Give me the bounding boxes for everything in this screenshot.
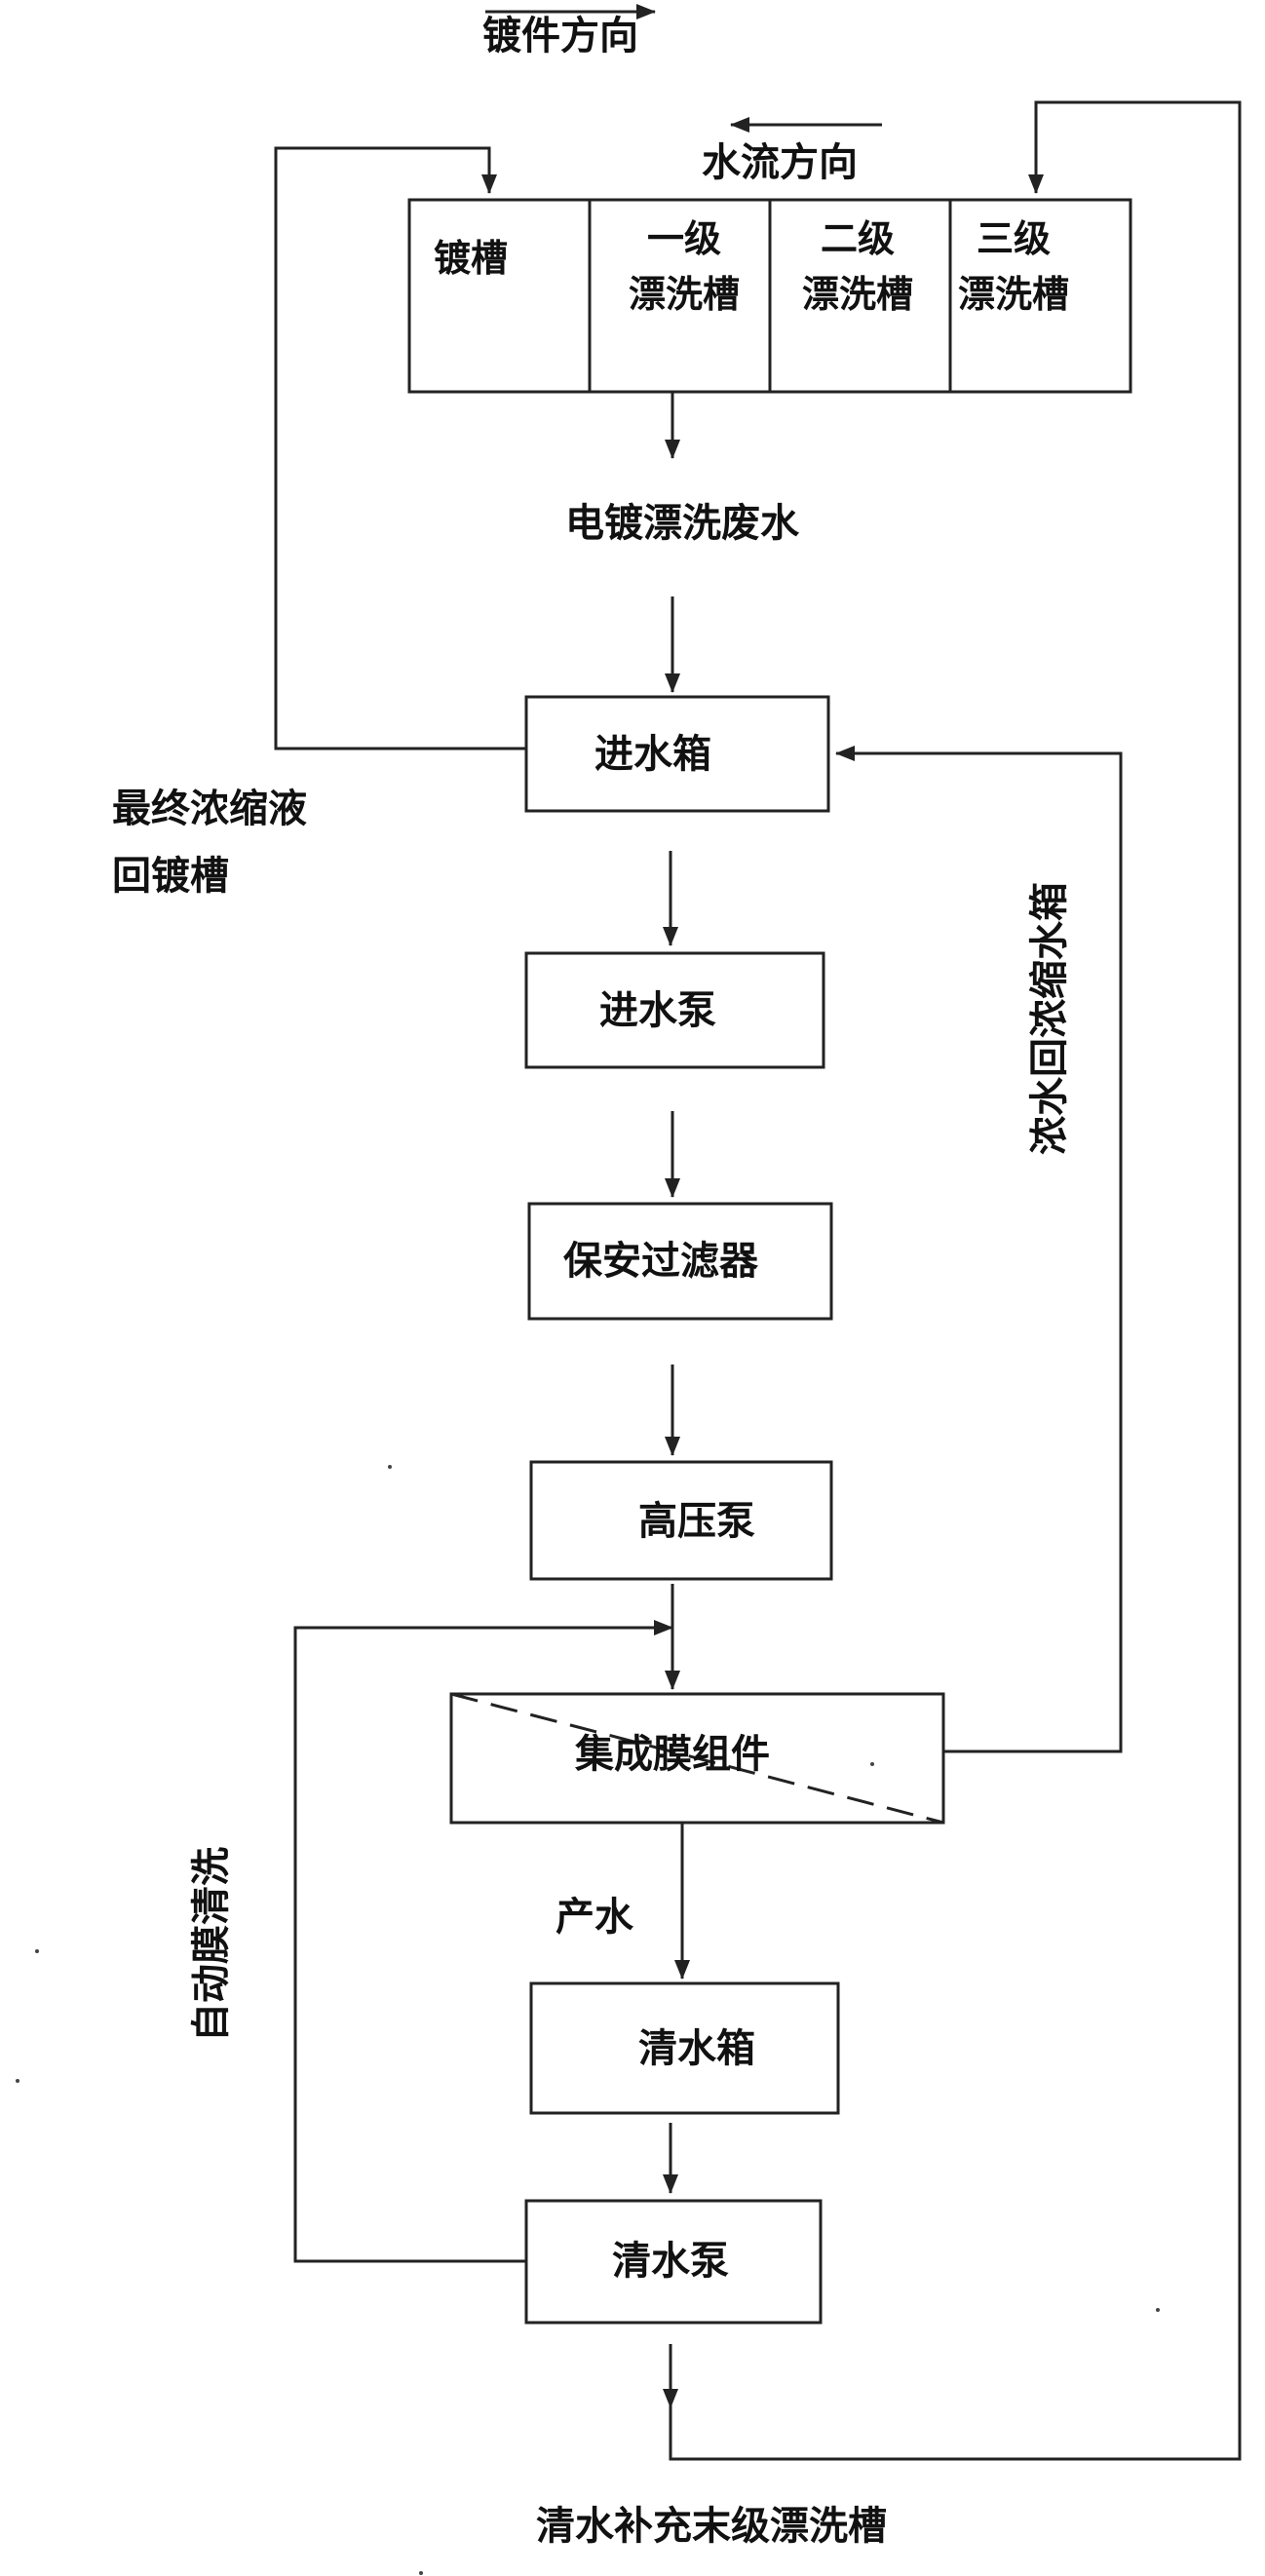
security-filter-label: 保安过滤器	[563, 1239, 759, 1284]
inlet-pump-label: 进水泵	[599, 988, 716, 1033]
tank-rinse1-label-line1: 一级	[647, 217, 721, 260]
clean-water-supplement-label: 清水补充末级漂洗槽	[536, 2504, 887, 2549]
inlet-tank-box	[524, 695, 830, 813]
membrane-module-dashed-line	[450, 1692, 944, 1825]
tank-rinse3-label-line1: 三级	[977, 217, 1051, 260]
inlet-pump-box	[524, 951, 825, 1069]
clean-water-pump-box	[524, 2199, 823, 2325]
concentrate-return-label: 浓水回浓缩水箱	[1027, 882, 1072, 1155]
scan-speck	[1156, 2308, 1160, 2312]
clean-water-supplement-line	[669, 100, 1242, 2461]
clean-water-tank-label: 清水箱	[638, 2026, 755, 2071]
security-filter-box	[527, 1202, 833, 1321]
tank-plating-label: 镀槽	[434, 237, 508, 280]
final-concentrate-return-line	[274, 146, 526, 750]
scan-speck	[870, 1762, 874, 1766]
plating-direction-label: 镀件方向	[482, 14, 638, 58]
final-concentrate-label-line2: 回镀槽	[112, 854, 229, 899]
tank-rinse1-label-line2: 漂洗槽	[629, 273, 740, 316]
concentrate-return-line	[835, 746, 1123, 1753]
scan-speck	[35, 1949, 39, 1953]
tank-rinse3-label-line2: 漂洗槽	[958, 273, 1069, 316]
inlet-tank-label: 进水箱	[594, 732, 711, 777]
final-concentrate-label-line1: 最终浓缩液	[112, 787, 307, 831]
auto-membrane-cleaning-label: 自动膜清洗	[189, 1847, 234, 2042]
product-water-label: 产水	[556, 1895, 634, 1940]
water-flow-direction-label: 水流方向	[702, 140, 858, 185]
clean-water-pump-label: 清水泵	[612, 2239, 729, 2284]
scan-speck	[388, 1465, 392, 1469]
auto-cleaning-loop-line	[293, 1620, 673, 2263]
tank-rinse2-label-line1: 二级	[821, 217, 895, 260]
tank-rinse2-label-line2: 漂洗槽	[802, 273, 913, 316]
high-pressure-pump-box	[529, 1460, 833, 1581]
clean-water-tank-box	[529, 1981, 840, 2115]
wastewater-label: 电镀漂洗废水	[565, 501, 800, 546]
high-pressure-pump-label: 高压泵	[638, 1499, 755, 1544]
scan-speck	[419, 2571, 423, 2575]
scan-speck	[16, 2079, 19, 2083]
membrane-module-label: 集成膜组件	[574, 1732, 770, 1777]
